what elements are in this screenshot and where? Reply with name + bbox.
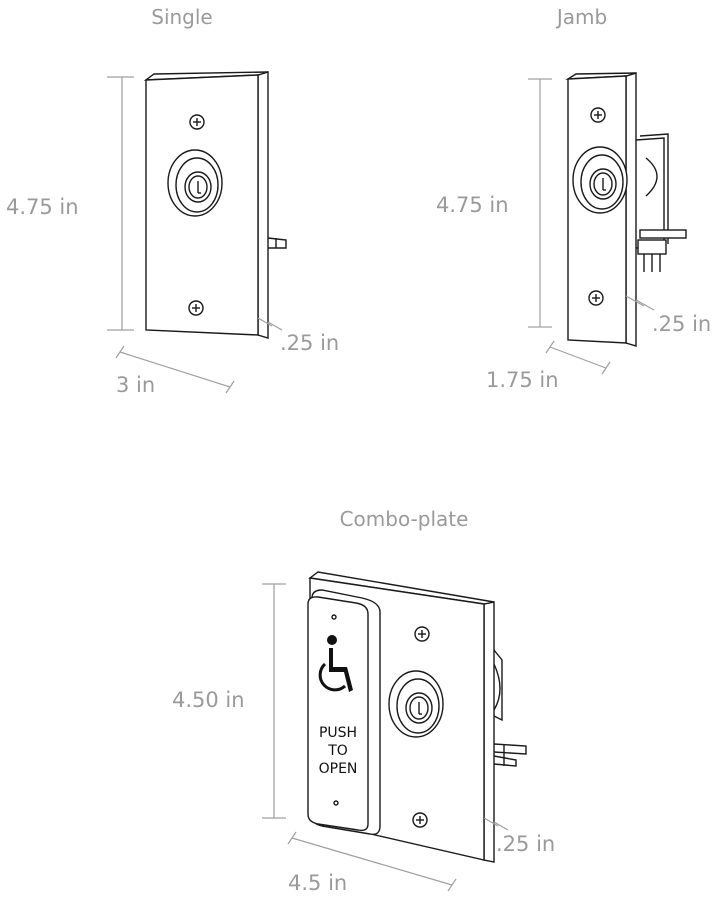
sign-line-to: TO xyxy=(327,743,348,759)
jamb-height-dimension xyxy=(528,78,552,328)
combo-depth-dimension xyxy=(483,817,509,831)
single-depth-label: .25 in xyxy=(280,331,339,355)
single-title: Single xyxy=(151,5,212,29)
jamb-height-label: 4.75 in xyxy=(436,193,509,217)
jamb-width-dimension xyxy=(545,340,611,375)
key-cylinder-icon xyxy=(572,146,628,214)
single-width-dimension xyxy=(115,345,235,394)
combo-title: Combo-plate xyxy=(340,507,469,531)
combo-depth-label: .25 in xyxy=(496,832,555,856)
jamb-title: Jamb xyxy=(555,5,607,29)
sign-line-open: OPEN xyxy=(319,761,358,777)
jamb-view: Jamb 4.75 in xyxy=(436,5,711,392)
combo-width-label: 4.5 in xyxy=(288,871,347,895)
screw-icon xyxy=(414,626,430,642)
combo-view: Combo-plate xyxy=(172,507,555,895)
combo-height-label: 4.50 in xyxy=(172,688,245,712)
screw-icon xyxy=(189,114,205,130)
single-width-label: 3 in xyxy=(116,373,155,397)
single-plate xyxy=(143,71,287,339)
key-cylinder-icon xyxy=(388,670,444,738)
screw-icon xyxy=(590,107,606,123)
wheelchair-accessibility-icon xyxy=(318,635,353,692)
jamb-plate xyxy=(565,72,687,347)
combo-width-dimension xyxy=(287,831,457,892)
screw-icon xyxy=(588,290,604,306)
single-view: Single 4.75 in 3 in xyxy=(6,5,339,397)
push-to-open-plate: PUSH TO OPEN xyxy=(307,589,381,836)
screw-icon xyxy=(188,300,204,316)
single-depth-dimension xyxy=(257,317,283,331)
screw-icon xyxy=(412,812,428,828)
sign-line-push: PUSH xyxy=(319,725,357,741)
combo-height-dimension xyxy=(262,583,286,819)
single-height-dimension xyxy=(107,76,134,331)
key-cylinder-icon xyxy=(167,149,223,217)
single-height-label: 4.75 in xyxy=(6,195,79,219)
jamb-width-label: 1.75 in xyxy=(486,368,559,392)
jamb-depth-label: .25 in xyxy=(652,312,711,336)
jamb-depth-dimension xyxy=(625,295,655,311)
